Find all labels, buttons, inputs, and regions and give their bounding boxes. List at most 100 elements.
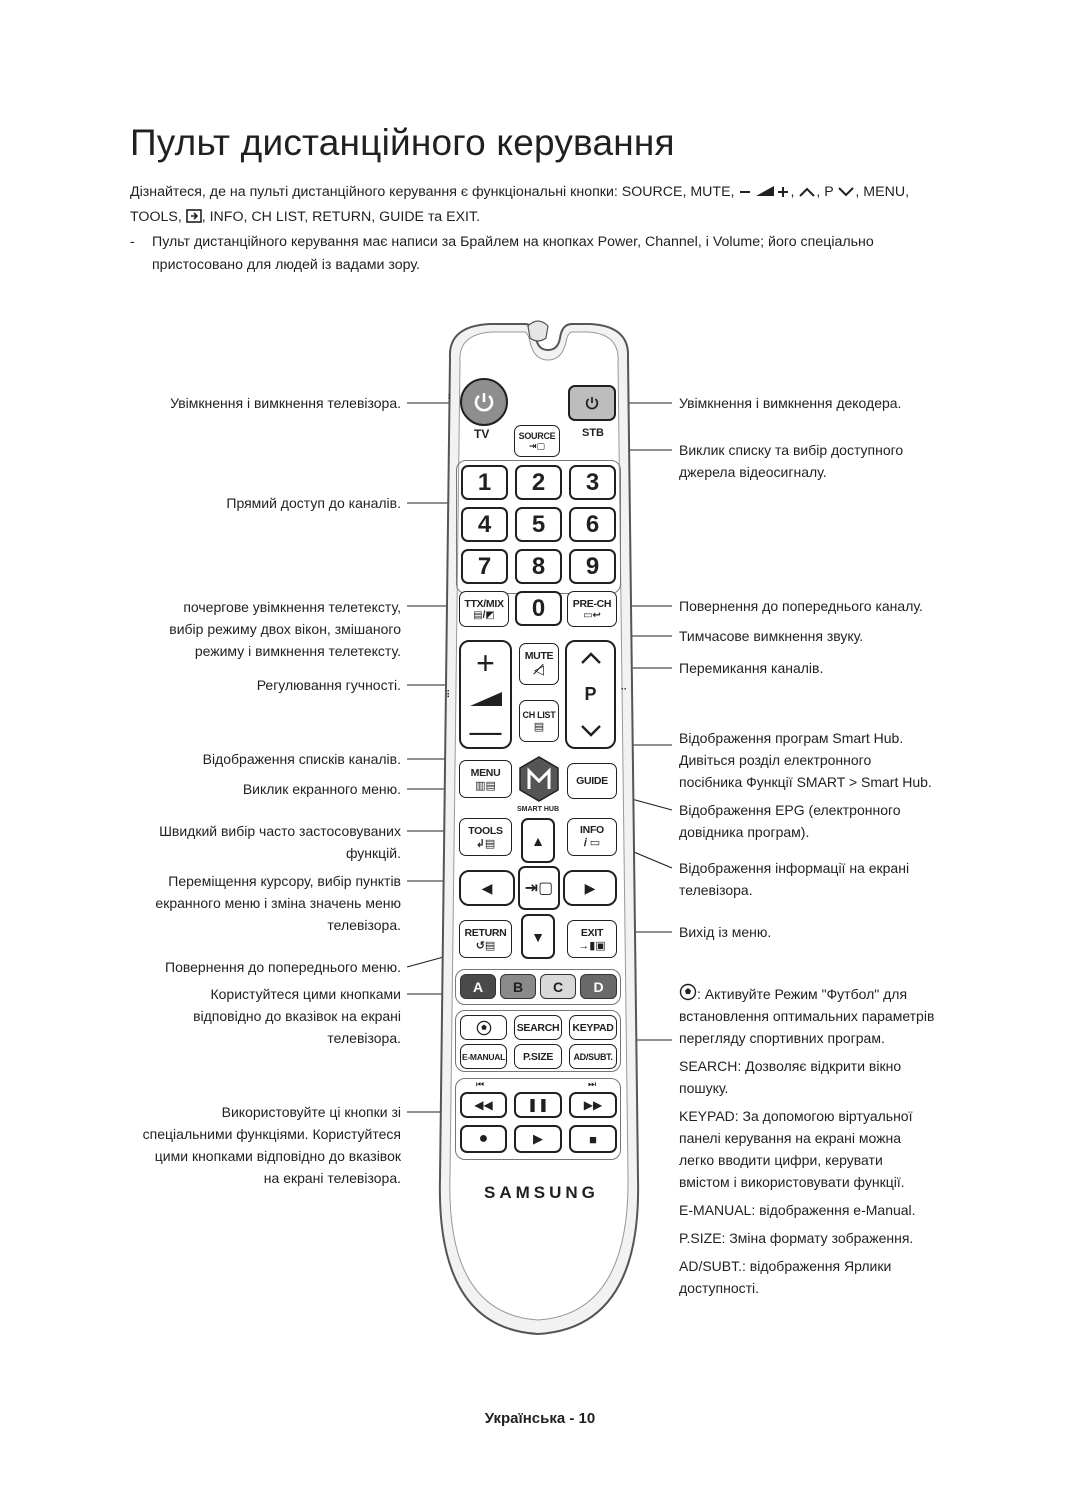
- keypad-button[interactable]: KEYPAD: [569, 1015, 617, 1040]
- label-nav-3: телевізора.: [327, 917, 401, 933]
- label-adsubt-1: AD/SUBT.: відображення Ярлики: [679, 1258, 892, 1274]
- smart-hub-icon: [519, 756, 559, 802]
- ttx-mix-button[interactable]: TTX/MIX ▤/◩: [459, 591, 509, 627]
- label-volume: Регулювання гучності.: [256, 677, 401, 693]
- fast-forward-button[interactable]: ▶▶: [569, 1092, 617, 1118]
- label-info-1: Відображення інформації на екрані: [679, 860, 910, 876]
- e-manual-button[interactable]: E-MANUAL: [460, 1044, 507, 1069]
- digit-2-button[interactable]: 2: [515, 465, 562, 500]
- up-arrow-button[interactable]: ▲: [521, 818, 555, 863]
- channel-rocker[interactable]: P: [565, 640, 616, 749]
- smart-hub-button[interactable]: [518, 755, 560, 803]
- exit-button[interactable]: EXIT →▮▣: [567, 920, 617, 958]
- label-ttx-1: почергове увімкнення телетексту,: [183, 599, 401, 615]
- label-special-1: Використовуйте ці кнопки зі: [221, 1104, 401, 1120]
- tv-label: TV: [474, 427, 490, 441]
- arrow-up-icon: ▲: [531, 832, 545, 849]
- label-chlist: Відображення списків каналів.: [202, 751, 401, 767]
- label-smarthub-1: Відображення програм Smart Hub.: [679, 730, 904, 746]
- digit-5-button[interactable]: 5: [515, 507, 562, 542]
- label-abcd-2: відповідно до вказівок на екрані: [193, 1008, 401, 1024]
- rewind-icon: ◀◀: [474, 1098, 493, 1112]
- power-icon: [585, 397, 599, 410]
- ch-list-button[interactable]: CH LIST ▤: [519, 700, 559, 742]
- special-buttons-group: [455, 1010, 621, 1072]
- label-abcd-3: телевізора.: [327, 1030, 401, 1046]
- arrow-right-icon: ▶: [584, 879, 596, 896]
- page-footer: Українська - 10: [484, 1410, 596, 1427]
- digit-3-button[interactable]: 3: [569, 465, 616, 500]
- enter-icon: ⇥▢: [524, 880, 554, 897]
- label-adsubt-2: доступності.: [679, 1280, 760, 1296]
- label-keypad-1: KEYPAD: За допомогою віртуальної: [679, 1108, 913, 1124]
- down-arrow-button[interactable]: ▼: [521, 914, 555, 959]
- stb-power-button[interactable]: [568, 385, 616, 421]
- mute-button[interactable]: MUTE ◁̸: [519, 643, 559, 685]
- info-button[interactable]: INFO 𝑖 ▭: [567, 818, 617, 856]
- a-button[interactable]: A: [460, 974, 496, 999]
- digit-9-button[interactable]: 9: [569, 549, 616, 584]
- stb-label: STB: [582, 427, 604, 439]
- label-special-3: цими кнопками відповідно до вказівок: [154, 1148, 401, 1164]
- label-channel: Перемикання каналів.: [679, 660, 824, 676]
- rewind-button[interactable]: ◀◀: [460, 1092, 507, 1118]
- c-button[interactable]: C: [540, 974, 576, 999]
- enter-button[interactable]: ⇥▢: [518, 866, 560, 910]
- label-stb-power: Увімкнення і вимкнення декодера.: [679, 395, 902, 411]
- label-guide-2: довідника програм).: [679, 824, 810, 840]
- digit-4-button[interactable]: 4: [461, 507, 508, 542]
- braille-dots-ch: ⠉: [620, 688, 628, 699]
- info-icon: 𝑖 ▭: [583, 837, 601, 849]
- tools-icon: [185, 208, 202, 231]
- braille-note: - Пульт дистанційного керування має напи…: [130, 234, 874, 273]
- digit-6-button[interactable]: 6: [569, 507, 616, 542]
- label-search-2: пошуку.: [679, 1080, 729, 1096]
- minus-icon: —: [469, 712, 502, 749]
- pre-ch-button[interactable]: PRE-CH ▭↩: [567, 591, 617, 627]
- page-title: Пульт дистанційного керування: [130, 122, 675, 163]
- menu-icon: ▥▤: [475, 779, 496, 792]
- chevron-up-icon: [798, 183, 816, 206]
- pause-button[interactable]: ❚❚: [514, 1092, 562, 1118]
- tools-button[interactable]: TOOLS ↲▤: [459, 818, 512, 856]
- volume-rocker[interactable]: + —: [459, 640, 512, 749]
- pause-icon: ❚❚: [527, 1097, 549, 1112]
- record-button[interactable]: ●: [460, 1125, 507, 1153]
- stop-button[interactable]: ■: [569, 1125, 617, 1153]
- digit-0-button[interactable]: 0: [515, 591, 562, 626]
- label-source-1: Виклик списку та вибір доступного: [679, 442, 904, 458]
- label-tv-power: Увімкнення і вимкнення телевізора.: [170, 395, 401, 411]
- prech-icon: ▭↩: [583, 609, 601, 621]
- play-button[interactable]: ▶: [514, 1125, 562, 1153]
- label-special-2: спеціальними функціями. Користуйтеся: [142, 1126, 401, 1142]
- label-smarthub-2: Дивіться розділ електронного: [679, 752, 872, 768]
- p-size-button[interactable]: P.SIZE: [514, 1044, 562, 1069]
- ad-subt-button[interactable]: AD/SUBT.: [569, 1044, 617, 1069]
- digit-8-button[interactable]: 8: [515, 549, 562, 584]
- label-tools-2: функцій.: [345, 845, 401, 861]
- left-arrow-button[interactable]: ◀: [459, 870, 515, 906]
- source-button[interactable]: SOURCE ⇥▢: [514, 425, 560, 457]
- mute-icon: ◁̸: [534, 662, 544, 677]
- return-icon: ↺▤: [475, 939, 496, 952]
- menu-button[interactable]: MENU ▥▤: [459, 760, 512, 798]
- tv-power-button[interactable]: [460, 378, 508, 426]
- label-psize: P.SIZE: Зміна формату зображення.: [679, 1230, 914, 1246]
- guide-button[interactable]: GUIDE: [567, 763, 617, 799]
- digit-7-button[interactable]: 7: [461, 549, 508, 584]
- football-icon: [679, 983, 697, 1007]
- label-search-1: SEARCH: Дозволяє відкрити вікно: [679, 1058, 902, 1074]
- return-button[interactable]: RETURN ↺▤: [459, 920, 512, 958]
- media-buttons-group: [455, 1078, 621, 1160]
- d-button[interactable]: D: [580, 974, 617, 999]
- digit-1-button[interactable]: 1: [461, 465, 508, 500]
- football-button[interactable]: [460, 1015, 507, 1040]
- label-keypad-2: панелі керування на екрані можна: [679, 1130, 902, 1146]
- b-button[interactable]: B: [500, 974, 536, 999]
- search-button[interactable]: SEARCH: [514, 1015, 562, 1040]
- right-arrow-button[interactable]: ▶: [563, 870, 617, 906]
- label-prech: Повернення до попереднього каналу.: [679, 598, 923, 614]
- play-icon: ▶: [533, 1131, 543, 1146]
- label-football-3: перегляду спортивних програм.: [679, 1030, 885, 1046]
- braille-dots: ⠃: [447, 394, 455, 405]
